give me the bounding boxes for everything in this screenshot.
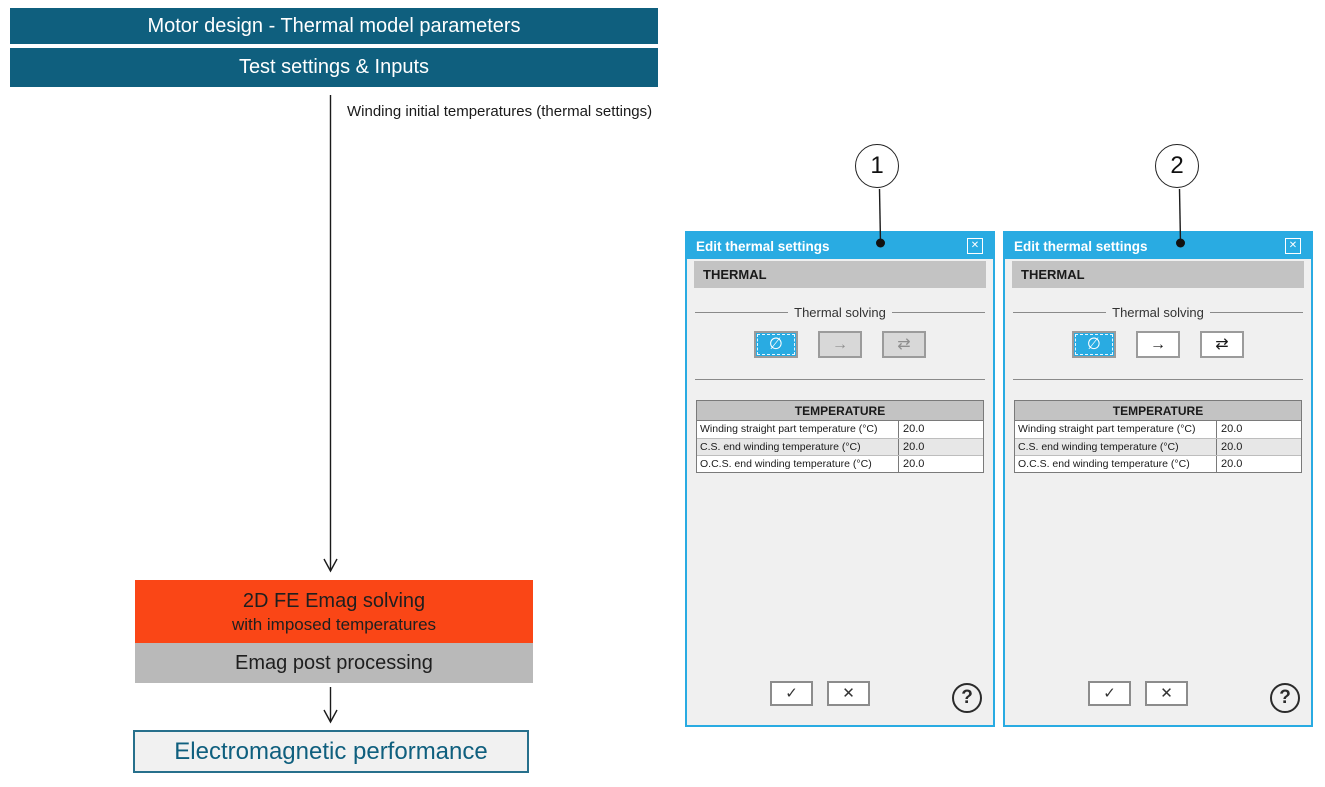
- flow-box-post-processing: Emag post processing: [135, 643, 533, 683]
- flow-box-electromagnetic-performance: Electromagnetic performance: [133, 730, 529, 773]
- dialog-titlebar[interactable]: Edit thermal settings: [687, 233, 993, 259]
- group-label: Thermal solving: [1112, 304, 1204, 320]
- section-divider: [695, 379, 985, 380]
- thermal-section-header: THERMAL: [1012, 261, 1304, 288]
- callout-2-badge: 2: [1155, 144, 1199, 188]
- temperature-table: TEMPERATURE Winding straight part temper…: [696, 400, 984, 473]
- group-divider: [891, 311, 986, 313]
- flow-box-emag-solving: 2D FE Emag solving with imposed temperat…: [135, 580, 533, 643]
- flow-arrow-1-head: [323, 558, 338, 573]
- close-icon[interactable]: ✕: [1285, 238, 1301, 254]
- dialog-titlebar[interactable]: Edit thermal settings: [1005, 233, 1311, 259]
- close-icon[interactable]: ✕: [967, 238, 983, 254]
- thermal-solving-group: Thermal solving: [695, 304, 986, 320]
- thermal-section-header: THERMAL: [694, 261, 986, 288]
- temperature-table-header: TEMPERATURE: [1015, 401, 1301, 421]
- callout-1-badge: 1: [855, 144, 899, 188]
- param-label: Winding straight part temperature (°C): [1015, 421, 1217, 438]
- param-label: C.S. end winding temperature (°C): [697, 439, 899, 455]
- flow-box-emag-solving-line1: 2D FE Emag solving: [242, 589, 426, 612]
- temperature-table: TEMPERATURE Winding straight part temper…: [1014, 400, 1302, 473]
- flow-box-motor-design: Motor design - Thermal model parameters: [10, 8, 658, 44]
- no-thermal-solving-icon[interactable]: ∅: [1072, 331, 1116, 358]
- cancel-button[interactable]: ✕: [827, 681, 870, 706]
- thermal-solving-group: Thermal solving: [1013, 304, 1304, 320]
- group-divider: [695, 311, 789, 313]
- flow-arrow-2-head: [323, 709, 338, 724]
- table-row: C.S. end winding temperature (°C) 20.0: [1015, 438, 1301, 455]
- group-divider: [1013, 311, 1107, 313]
- flow-box-emag-solving-line2: with imposed temperatures: [231, 614, 437, 634]
- section-divider: [1013, 379, 1303, 380]
- dialog-title: Edit thermal settings: [1014, 238, 1148, 254]
- param-label: C.S. end winding temperature (°C): [1015, 439, 1217, 455]
- param-value-field[interactable]: 20.0: [903, 441, 925, 453]
- param-label: O.C.S. end winding temperature (°C): [1015, 456, 1217, 472]
- thermal-solving-buttons: ∅ → ⇄: [1005, 331, 1311, 358]
- table-row: C.S. end winding temperature (°C) 20.0: [697, 438, 983, 455]
- no-thermal-solving-icon[interactable]: ∅: [754, 331, 798, 358]
- help-icon[interactable]: ?: [952, 683, 982, 713]
- cancel-button[interactable]: ✕: [1145, 681, 1188, 706]
- param-value-field[interactable]: 20.0: [903, 423, 925, 435]
- param-value-field[interactable]: 20.0: [1221, 423, 1243, 435]
- flow-box-test-settings: Test settings & Inputs: [10, 48, 658, 87]
- bi-directional-solving-icon[interactable]: ⇄: [882, 331, 926, 358]
- table-row: O.C.S. end winding temperature (°C) 20.0: [1015, 455, 1301, 472]
- group-label: Thermal solving: [794, 304, 886, 320]
- help-icon[interactable]: ?: [1270, 683, 1300, 713]
- param-value-field[interactable]: 20.0: [903, 458, 925, 470]
- one-directional-solving-icon[interactable]: →: [1136, 331, 1180, 358]
- edit-thermal-settings-dialog-1: Edit thermal settings ✕ THERMAL Thermal …: [685, 231, 995, 727]
- flow-arrow-label: Winding initial temperatures (thermal se…: [347, 103, 653, 120]
- table-row: Winding straight part temperature (°C) 2…: [697, 421, 983, 438]
- param-value-field[interactable]: 20.0: [1221, 441, 1243, 453]
- param-label: O.C.S. end winding temperature (°C): [697, 456, 899, 472]
- table-row: O.C.S. end winding temperature (°C) 20.0: [697, 455, 983, 472]
- table-row: Winding straight part temperature (°C) 2…: [1015, 421, 1301, 438]
- param-value-field[interactable]: 20.0: [1221, 458, 1243, 470]
- group-divider: [1209, 311, 1304, 313]
- dialog-title: Edit thermal settings: [696, 238, 830, 254]
- ok-button[interactable]: ✓: [1088, 681, 1131, 706]
- temperature-table-header: TEMPERATURE: [697, 401, 983, 421]
- one-directional-solving-icon[interactable]: →: [818, 331, 862, 358]
- thermal-solving-buttons: ∅ → ⇄: [687, 331, 993, 358]
- ok-button[interactable]: ✓: [770, 681, 813, 706]
- edit-thermal-settings-dialog-2: Edit thermal settings ✕ THERMAL Thermal …: [1003, 231, 1313, 727]
- bi-directional-solving-icon[interactable]: ⇄: [1200, 331, 1244, 358]
- param-label: Winding straight part temperature (°C): [697, 421, 899, 438]
